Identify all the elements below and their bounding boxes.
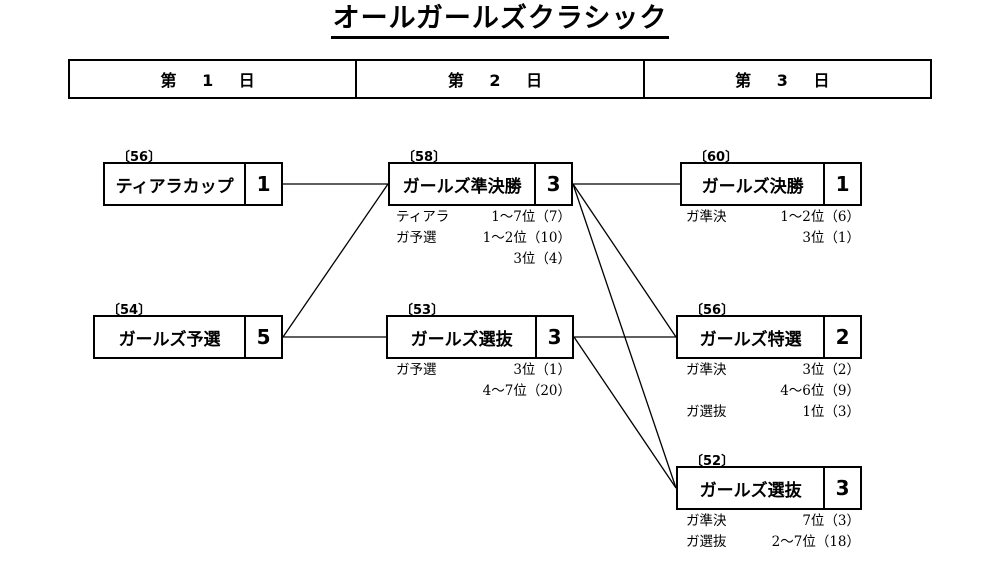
- race-box: ガールズ選抜 3: [386, 315, 574, 359]
- qualifiers-junkessho: ティアラ 1〜7位（7） ガ予選 1〜2位（10） 3位（4）: [396, 207, 571, 270]
- race-name: ガールズ決勝: [682, 164, 826, 204]
- day-1-label: 第 1 日: [70, 61, 358, 97]
- qualifier-row: ガ準決 3位（2）: [686, 360, 860, 381]
- qualifier-value: 1〜2位（10）: [482, 230, 571, 246]
- race-number: 〔53〕: [400, 303, 445, 318]
- race-count: 3: [546, 172, 561, 196]
- race-number: 〔56〕: [690, 303, 735, 318]
- qualifier-source: ガ選抜: [686, 534, 727, 550]
- race-count: 5: [256, 325, 271, 349]
- qualifier-value: 3位（1）: [802, 230, 860, 246]
- day-header: 第 1 日 第 2 日 第 3 日: [68, 59, 932, 99]
- line-yosen-to-junkessho: [282, 183, 389, 338]
- race-name: ガールズ準決勝: [390, 164, 537, 204]
- qualifiers-tokusen: ガ準決 3位（2） 4〜6位（9） ガ選抜 1位（3）: [686, 360, 860, 423]
- race-name: ガールズ予選: [95, 317, 247, 357]
- qualifier-row: ガ選抜 2〜7位（18）: [686, 532, 860, 553]
- race-box: ガールズ特選 2: [676, 315, 862, 359]
- race-number: 〔56〕: [117, 150, 162, 165]
- race-box: ガールズ選抜 3: [676, 466, 862, 510]
- race-count: 1: [256, 172, 271, 196]
- qualifier-row: ガ準決 7位（3）: [686, 511, 860, 532]
- qualifier-value: 1〜7位（7）: [491, 209, 571, 225]
- race-box: ガールズ予選 5: [93, 315, 283, 359]
- race-count: 3: [547, 325, 562, 349]
- qualifier-value: 1〜2位（6）: [780, 209, 860, 225]
- title-text: オールガールズクラシック: [330, 2, 670, 39]
- qualifier-source: ガ準決: [686, 362, 727, 378]
- race-number: 〔54〕: [107, 303, 152, 318]
- qualifier-value: 3位（1）: [513, 362, 571, 378]
- qualifier-row: 3位（4）: [396, 249, 571, 270]
- race-box: ガールズ準決勝 3: [388, 162, 573, 206]
- qualifier-source: ティアラ: [396, 209, 450, 225]
- race-name: ガールズ特選: [678, 317, 826, 357]
- qualifier-source: ガ予選: [396, 362, 437, 378]
- qualifier-row: ガ予選 3位（1）: [396, 360, 571, 381]
- qualifier-source: ガ準決: [686, 209, 727, 225]
- qualifier-source: ガ予選: [396, 230, 437, 246]
- qualifier-value: 4〜6位（9）: [780, 383, 860, 399]
- race-count: 1: [835, 172, 850, 196]
- qualifier-row: 4〜7位（20）: [396, 381, 571, 402]
- qualifier-value: 3位（2）: [802, 362, 860, 378]
- race-box: ティアラカップ 1: [103, 162, 283, 206]
- qualifiers-senbatsu-day2: ガ予選 3位（1） 4〜7位（20）: [396, 360, 571, 402]
- qualifier-row: 3位（1）: [686, 228, 860, 249]
- race-number: 〔58〕: [402, 150, 447, 165]
- race-name: ティアラカップ: [105, 164, 247, 204]
- qualifiers-senbatsu-day3: ガ準決 7位（3） ガ選抜 2〜7位（18）: [686, 511, 860, 553]
- qualifier-row: ガ予選 1〜2位（10）: [396, 228, 571, 249]
- line-senbatsu-to-senbatsu3: [573, 336, 677, 489]
- day-3-label: 第 3 日: [735, 71, 840, 90]
- page-title: オールガールズクラシック: [0, 2, 1000, 39]
- qualifier-row: 4〜6位（9）: [686, 381, 860, 402]
- qualifier-row: ガ準決 1〜2位（6）: [686, 207, 860, 228]
- qualifier-row: ガ選抜 1位（3）: [686, 402, 860, 423]
- line-junkessho-to-tokusen: [572, 183, 677, 338]
- race-number: 〔52〕: [690, 454, 735, 469]
- race-box: ガールズ決勝 1: [680, 162, 862, 206]
- qualifier-value: 3位（4）: [513, 251, 571, 267]
- race-count: 3: [835, 476, 850, 500]
- qualifier-source: ガ選抜: [686, 404, 727, 420]
- race-name: ガールズ選抜: [678, 468, 826, 508]
- qualifier-value: 7位（3）: [802, 513, 860, 529]
- qualifier-value: 2〜7位（18）: [771, 534, 860, 550]
- qualifiers-kessho: ガ準決 1〜2位（6） 3位（1）: [686, 207, 860, 249]
- qualifier-value: 1位（3）: [802, 404, 860, 420]
- race-number: 〔60〕: [694, 150, 739, 165]
- qualifier-row: ティアラ 1〜7位（7）: [396, 207, 571, 228]
- qualifier-source: ガ準決: [686, 513, 727, 529]
- race-name: ガールズ選抜: [388, 317, 538, 357]
- day-2-label: 第 2 日: [357, 61, 645, 97]
- race-count: 2: [835, 325, 850, 349]
- line-junkessho-to-senbatsu3: [572, 183, 677, 489]
- qualifier-value: 4〜7位（20）: [482, 383, 571, 399]
